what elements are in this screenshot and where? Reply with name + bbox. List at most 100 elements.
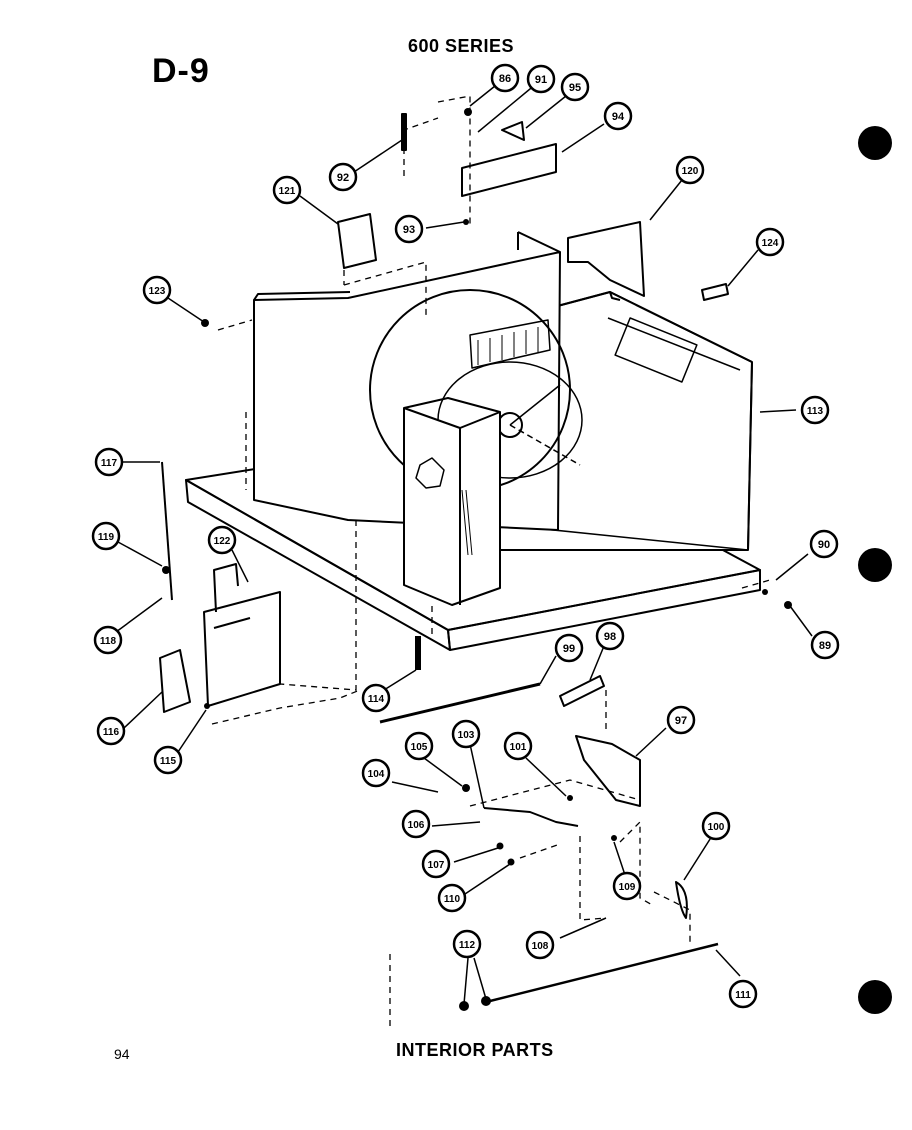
part-callout: 113 <box>800 395 830 425</box>
callout-circle <box>728 979 758 1009</box>
callout-circle <box>421 849 451 879</box>
part-callout: 118 <box>93 625 123 655</box>
callout-circle <box>207 525 237 555</box>
hardware-parts <box>162 108 792 1011</box>
latch-100 <box>675 881 688 919</box>
cabinet-drawing <box>159 113 761 1004</box>
callout-circle <box>94 447 124 477</box>
part-callout: 86 <box>490 63 520 93</box>
callout-number: 111 <box>735 990 751 1001</box>
callout-number: 122 <box>214 536 231 547</box>
callout-circle <box>603 101 633 131</box>
callout-number: 98 <box>604 631 616 643</box>
part-callout: 105 <box>404 731 434 761</box>
callout-number: 124 <box>762 238 779 249</box>
callout-number: 118 <box>100 636 117 647</box>
callout-number: 92 <box>337 172 349 184</box>
control-bracket-97 <box>575 735 641 807</box>
callout-number: 107 <box>428 860 445 871</box>
callout-circle <box>361 758 391 788</box>
part-callout: 103 <box>451 719 481 749</box>
part-callout: 111 <box>728 979 758 1009</box>
link-103 <box>483 807 579 827</box>
part-callout: 123 <box>142 275 172 305</box>
callout-circle <box>809 529 839 559</box>
part-callout: 93 <box>394 214 424 244</box>
callout-number: 86 <box>499 73 511 85</box>
callout-circle <box>142 275 172 305</box>
part-callout: 115 <box>153 745 183 775</box>
callout-circle <box>675 155 705 185</box>
part-callout: 117 <box>94 447 124 477</box>
part-callout: 114 <box>361 683 391 713</box>
base-pan-side <box>447 569 761 651</box>
part-callout: 98 <box>595 621 625 651</box>
callout-circle <box>526 64 556 94</box>
callout-circle <box>452 929 482 959</box>
part-callout: 110 <box>437 883 467 913</box>
part-callout: 120 <box>675 155 705 185</box>
part-callout: 90 <box>809 529 839 559</box>
callout-number: 123 <box>149 286 166 297</box>
part-callout: 101 <box>503 731 533 761</box>
cover-plate-116 <box>159 649 191 713</box>
callout-number: 117 <box>101 458 118 469</box>
callout-number: 94 <box>612 111 625 123</box>
leader-lines <box>115 81 813 1005</box>
part-callout: 106 <box>401 809 431 839</box>
part-callout: 89 <box>810 630 840 660</box>
page-number: 94 <box>114 1046 130 1062</box>
front-divider-panel <box>403 407 501 606</box>
callout-number: 121 <box>279 186 296 197</box>
callout-circle <box>401 809 431 839</box>
part-callout: 109 <box>612 871 642 901</box>
binder-hole <box>858 548 892 582</box>
part-callout: 100 <box>701 811 731 841</box>
side-cover-panel-120 <box>567 221 645 297</box>
part-callout: 108 <box>525 930 555 960</box>
callout-circle <box>666 705 696 735</box>
callout-circle <box>490 63 520 93</box>
callout-circle <box>404 731 434 761</box>
callout-number: 119 <box>98 532 115 543</box>
binder-hole <box>858 126 892 160</box>
callout-number: 104 <box>368 769 385 780</box>
part-callout: 92 <box>328 162 358 192</box>
callout-bubbles: 86 91 95 92 94 121 93 120 124 123 113 117 119 122 118 1… <box>91 63 840 1009</box>
part-callout: 94 <box>603 101 633 131</box>
clip-124 <box>701 283 729 301</box>
part-callout: 99 <box>554 633 584 663</box>
part-callout: 95 <box>560 72 590 102</box>
shaft-111 <box>485 942 719 1004</box>
part-callout: 112 <box>452 929 482 959</box>
lever-98 <box>559 675 605 707</box>
part-callout: 124 <box>755 227 785 257</box>
callout-circle <box>701 811 731 841</box>
vent-grille <box>469 319 551 369</box>
callout-circle <box>437 883 467 913</box>
callout-circle <box>96 716 126 746</box>
callout-circle <box>153 745 183 775</box>
rod-117 <box>161 461 173 601</box>
callout-number: 106 <box>408 820 425 831</box>
rod-99 <box>379 682 541 724</box>
callout-number: 91 <box>535 74 547 86</box>
callout-number: 112 <box>459 940 476 951</box>
part-callout: 91 <box>526 64 556 94</box>
callout-number: 108 <box>532 941 549 952</box>
callout-number: 115 <box>160 756 177 767</box>
part-callout: 104 <box>361 758 391 788</box>
callout-number: 100 <box>708 822 725 833</box>
binder-hole <box>858 980 892 1014</box>
callout-circle <box>755 227 785 257</box>
callout-number: 103 <box>458 730 475 741</box>
callout-circle <box>361 683 391 713</box>
section-title: INTERIOR PARTS <box>396 1040 554 1060</box>
callout-number: 120 <box>682 166 699 177</box>
callout-circle <box>525 930 555 960</box>
page-code: D-9 <box>152 52 210 90</box>
callout-number: 97 <box>675 715 687 727</box>
bracket-95 <box>501 121 525 141</box>
callout-circle <box>554 633 584 663</box>
